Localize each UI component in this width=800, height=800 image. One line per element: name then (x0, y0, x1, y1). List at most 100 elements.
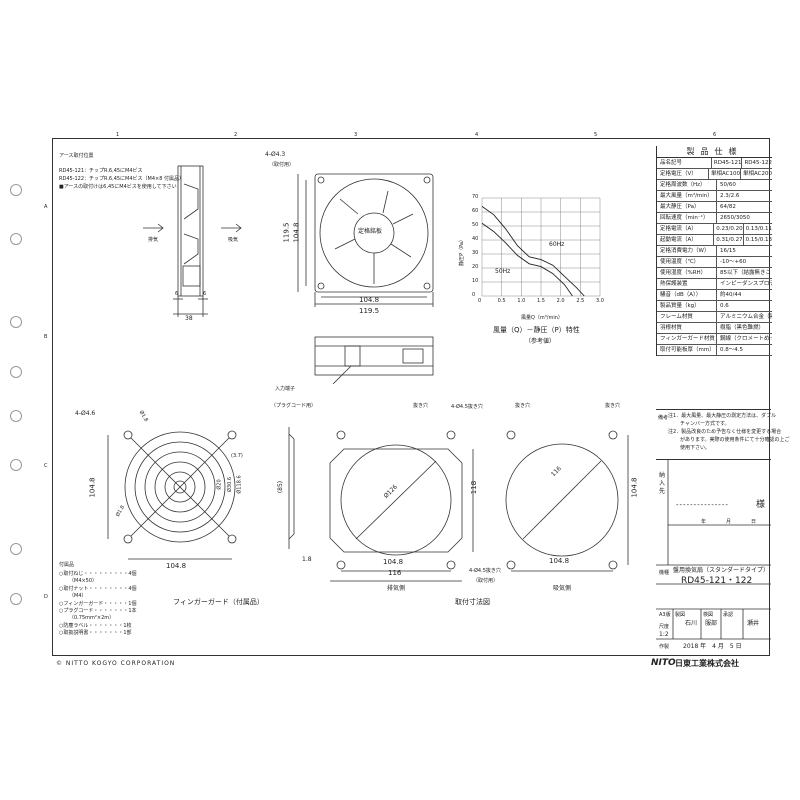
intake-label: 吸気 (228, 237, 239, 243)
spec-row: 使用湿度（%RH）85以下（結露無きこと） (657, 268, 772, 279)
delivery-dash: --------------- (676, 501, 729, 509)
spec-value: 0.23/0.20 (716, 224, 744, 234)
spec-value: 樹脂（黒色難燃） (720, 325, 765, 331)
drawing-sheet: アース取付位置 RD45-121：チップR.6,45にM4ビス RD45-122… (52, 138, 790, 656)
dim-side-width: 38 (185, 315, 193, 322)
delivery-day: 日 (751, 519, 757, 525)
spec-value: 単相AC200 (742, 171, 772, 177)
mount-center-caption: 取付寸法図 (455, 598, 490, 606)
spec-key: 製品質量（kg） (657, 301, 717, 311)
chart-y-tick: 70 (472, 194, 479, 200)
mount-left-holes: 4-Ø4.5抜き穴 (451, 404, 483, 410)
model-number: RD45-121・122 (681, 576, 753, 586)
spec-key: フィンガーガード材質 (657, 334, 717, 344)
chart-y-tick: 10 (472, 278, 479, 284)
chart-y-tick: 40 (472, 236, 479, 242)
guard-d5: Ø118.6 (236, 475, 243, 494)
guard-dim-left: 104.8 (88, 477, 97, 498)
dim-side-right: 6 (203, 291, 207, 297)
accessory-item: ○取付ナット・・・・・・・・4個 (59, 585, 137, 592)
delivery-suffix: 様 (756, 500, 766, 510)
mount-left-w1: 104.8 (383, 558, 404, 566)
date-value: 2018 年 4 月 5 日 (683, 643, 742, 650)
grid-col-label: 2 (234, 132, 238, 138)
copyright: © NITTO KOGYO CORPORATION (56, 660, 176, 667)
spec-value: 鋼線（クロメートめっき） (720, 336, 772, 342)
spec-key: 最大風量（m³/min） (657, 191, 717, 201)
terminal-label: 入力端子 (275, 386, 296, 392)
company-logo: NITO (651, 658, 676, 668)
spec-row: 使用温度（℃）-10～+60 (657, 257, 772, 268)
delivery-month: 月 (726, 519, 732, 525)
grid-col-label: 4 (475, 132, 479, 138)
mount-left-holes2: 4-Ø4.5抜き穴 (469, 568, 501, 574)
chart-y-tick: 20 (472, 264, 479, 270)
cord-label: （プラグコード用） (271, 403, 317, 409)
holes-note: （取付用） (269, 162, 295, 168)
mount-right-corner: 抜き穴 (605, 403, 621, 409)
guard-caption: フィンガーガード（付属品） (173, 598, 264, 606)
notes-line: 注1．最大風量、最大静圧の測定方法は、ダブル (668, 413, 777, 419)
grid-row-label: B (44, 334, 48, 340)
accessories-list: ○取付ねじ・・・・・・・・・4個 （M4×50） ○取付ナット・・・・・・・・4… (59, 571, 137, 638)
grid-row-label: A (44, 204, 48, 210)
series-label-60hz: 60Hz (549, 241, 565, 248)
punch-hole (10, 543, 22, 555)
chart-title: 風量（Q）－静圧（P）特性 (493, 326, 580, 334)
guard-d3: Ø20 (216, 479, 223, 490)
drawn-label: 製図 (675, 612, 686, 618)
spec-value: 50/60 (720, 182, 736, 188)
punch-hole (10, 233, 22, 245)
company-name: 日東工業株式会社 (675, 659, 739, 668)
delivery-label: 納入先 (659, 472, 666, 495)
spec-row: 熱保護装置インピーダンスプロテクト (657, 279, 772, 290)
dim-front-h2: 104.8 (292, 222, 301, 243)
mount-left-corner: 抜き穴 (413, 403, 429, 409)
spec-row: 最大静圧（Pa）64/82 (657, 202, 772, 213)
scale-value: 1:2 (659, 631, 669, 638)
notes-line: 使用下さい。 (680, 445, 711, 451)
accessory-item: ○フィンガーガード・・・・・1個 (59, 600, 137, 607)
earth-line: ■アースの取付けは6,45にM4ビスを使用して下さい (59, 184, 177, 190)
approved-label: 承認 (723, 612, 734, 618)
spec-value: 16/15 (720, 248, 736, 254)
earth-title: アース取付位置 (59, 153, 94, 159)
chart-x-tick: 1.5 (537, 298, 545, 304)
chart-x-tick: 2.0 (556, 298, 565, 304)
mount-left-holes2-note: （取付用） (473, 578, 499, 584)
scale-label: 尺度 (659, 624, 670, 630)
notes-box: 備考 注1．最大風量、最大静圧の測定方法は、ダブル チャンバー方式です。 注2．… (656, 409, 790, 460)
accessory-item: ○プラグコード・・・・・・・1本 (59, 608, 137, 615)
guard-side-dim: (85) (277, 480, 285, 494)
chart-x-tick: 1.0 (517, 298, 526, 304)
spec-row: 回転速度（min⁻¹）2650/3050 (657, 213, 772, 224)
guard-d4: Ø30.6 (227, 476, 234, 493)
checked-label: 検図 (703, 612, 714, 618)
accessories-title: 付属品 (59, 562, 75, 568)
chart-y-tick: 60 (472, 208, 479, 214)
accessory-item: ○取付ねじ・・・・・・・・・4個 (59, 571, 137, 577)
spec-key: 定格電流（A） (657, 224, 715, 234)
spec-key: 回転速度（min⁻¹） (657, 213, 717, 223)
exhaust-label: 排気 (148, 237, 159, 243)
spec-key: 熱保護装置 (657, 279, 717, 289)
chart-ylabel: 静圧P（Pa） (458, 237, 465, 266)
spec-key: 起動電流（A） (657, 235, 715, 245)
spec-value: 0.15/0.13 (745, 237, 772, 243)
chart-x-tick: 3.0 (596, 298, 604, 304)
dim-front-w2: 119.5 (359, 307, 380, 315)
spec-row: 定格消費電力（W）16/15 (657, 246, 772, 257)
drawing-lines (107, 165, 771, 640)
grid-col-label: 5 (594, 132, 598, 138)
grid-col-label: 1 (116, 132, 120, 138)
kind-label: 機種 (659, 570, 670, 576)
guard-dim-bottom: 104.8 (166, 562, 187, 570)
spec-key: 取付可能板厚（mm） (657, 345, 717, 355)
dim-side-left: 6 (175, 291, 179, 297)
mount-left-caption: 排気側 (387, 585, 406, 592)
dim-front-w1: 104.8 (359, 296, 380, 304)
spec-key: フレーム材質 (657, 312, 717, 322)
date-label: 作製 (659, 644, 670, 650)
delivery-box: 納入先 --------------- 様 年 月 日 (656, 459, 771, 566)
